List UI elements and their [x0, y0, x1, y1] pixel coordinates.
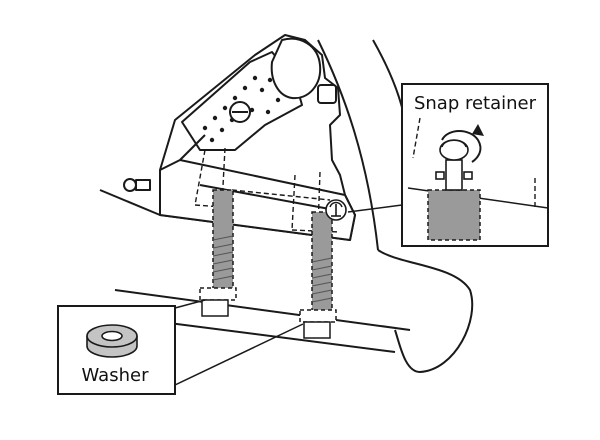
caliper-body	[123, 34, 356, 241]
washer-icon	[86, 324, 138, 358]
frame-outer-edge	[372, 39, 406, 121]
caliper-rear-lobe	[270, 37, 322, 100]
bolt-shaft	[212, 189, 234, 291]
callout-rotation-arrow	[441, 130, 482, 163]
bolt-threads	[212, 235, 234, 281]
bolt-shaft	[311, 211, 333, 313]
frame-side-line	[99, 189, 161, 216]
bolt-threads	[311, 257, 333, 303]
mounting-bolt-right	[299, 211, 337, 339]
frame-upper-edge	[317, 39, 379, 251]
frame-lower-curve	[377, 249, 474, 374]
washer-label: Washer	[82, 365, 150, 386]
hidden-line	[194, 149, 206, 206]
bolt-nut	[201, 299, 229, 317]
leader-lines	[174, 204, 403, 386]
mounting-bolt-left	[199, 189, 237, 317]
bolt-nut	[303, 321, 331, 339]
callout-retainer-clip	[435, 139, 473, 191]
snap-retainer-marker	[325, 199, 347, 221]
bleed-nipple	[123, 178, 137, 192]
washer-leader-lower	[174, 323, 304, 386]
hidden-line	[231, 189, 331, 201]
bolt-washer	[299, 309, 337, 323]
mount-plate-top	[114, 289, 411, 331]
bleed-nipple-base	[135, 179, 151, 191]
snap-retainer-leader	[347, 204, 403, 213]
snap-retainer-callout: Snap retainer	[401, 83, 549, 247]
hidden-line	[317, 171, 321, 229]
callout-dash-line	[412, 117, 421, 159]
caliper-detail-line	[179, 134, 206, 161]
hidden-line	[221, 147, 226, 206]
hidden-line	[291, 174, 296, 231]
caliper-banjo-fitting	[317, 84, 337, 104]
snap-retainer-label: Snap retainer	[414, 93, 537, 114]
callout-bolt-shaft	[427, 189, 481, 241]
washer-callout: Washer	[57, 305, 176, 395]
washer-leader-upper	[174, 299, 206, 309]
bolt-washer	[199, 287, 237, 301]
callout-arrowhead-icon	[472, 124, 484, 136]
